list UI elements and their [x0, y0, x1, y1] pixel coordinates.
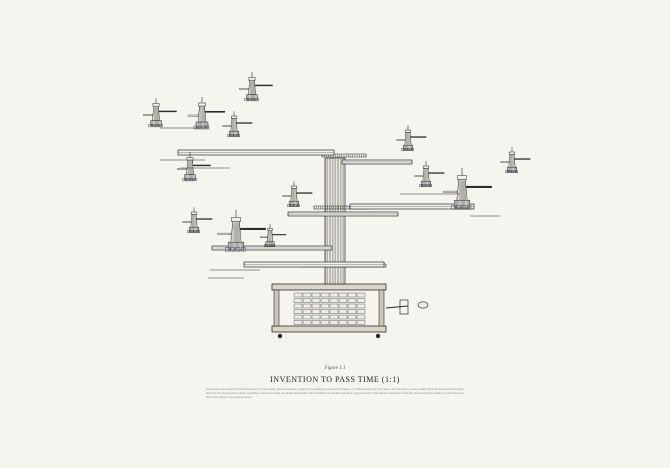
linkage-lines: [160, 127, 500, 279]
central-mid-gear: [313, 205, 371, 210]
figure-label: Figure 1.1: [324, 366, 346, 371]
tower-upper-left-1: [143, 98, 177, 128]
tower-right-inner: [414, 161, 445, 187]
upper-left-beam: [177, 149, 335, 156]
tower-right-main: [443, 167, 492, 210]
base-frame: [271, 283, 387, 339]
tower-left-branch: [282, 181, 313, 207]
tower-left-main: [217, 209, 266, 252]
central-top-gear: [321, 153, 367, 158]
tower-upper-left-3: [222, 111, 253, 137]
tower-left-small: [260, 224, 287, 247]
figure-title: INVENTION TO PASS TIME (1:1): [270, 375, 400, 384]
tower-right-far: [500, 147, 531, 173]
tower-upper-left-2: [187, 97, 225, 130]
crank-handle: [385, 299, 429, 315]
lower-left-beam: [243, 261, 385, 268]
tower-right-top: [396, 125, 427, 151]
right-beam-lower: [287, 211, 399, 217]
upper-right-stub: [341, 159, 413, 165]
right-beam: [349, 203, 475, 210]
tower-top-left: [239, 72, 273, 102]
tower-left-mid: [177, 152, 211, 182]
tower-left-low: [182, 207, 213, 233]
figure-caption: An elaborate hand-cranked clockwork appa…: [206, 388, 464, 399]
